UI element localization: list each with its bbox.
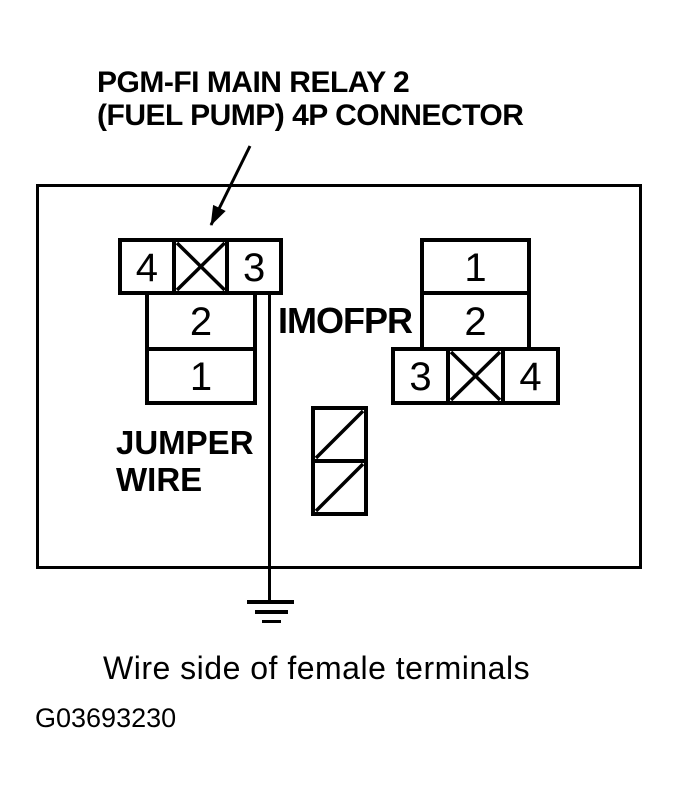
left-terminal-2-label: 2 — [189, 300, 213, 344]
split-terminal-upper-cell — [315, 410, 364, 459]
right-terminal-4-cell: 4 — [501, 351, 556, 401]
right-terminal-2-cell: 2 — [420, 291, 531, 351]
title-line-1: PGM-FI MAIN RELAY 2 — [97, 66, 410, 99]
right-crossed-terminal-cell — [446, 351, 501, 401]
diagram-frame — [36, 184, 642, 569]
right-connector-bottom-row: 3 4 — [391, 347, 560, 405]
right-terminal-4-label: 4 — [519, 355, 542, 399]
right-terminal-2-label: 2 — [464, 300, 487, 344]
left-connector-top-row: 4 3 — [118, 238, 283, 295]
right-terminal-3-label: 3 — [409, 355, 432, 399]
left-terminal-4-label: 4 — [135, 245, 158, 290]
diagram-title: PGM-FI MAIN RELAY 2 (FUEL PUMP) 4P CONNE… — [97, 66, 524, 132]
right-terminal-1-label: 1 — [464, 245, 487, 290]
ground-bar-top — [247, 600, 294, 604]
crossed-terminal-icon — [450, 351, 501, 401]
left-terminal-1-label: 1 — [189, 355, 213, 399]
crossed-terminal-icon — [176, 242, 226, 291]
left-crossed-terminal-cell — [171, 242, 226, 291]
left-terminal-3-label: 3 — [243, 245, 266, 290]
left-terminal-4-cell: 4 — [122, 242, 172, 291]
ground-bar-bottom — [262, 620, 281, 623]
right-terminal-3-cell: 3 — [395, 351, 446, 401]
diagonal-terminal-icon — [315, 410, 364, 459]
imofpr-label: IMOFPR — [278, 300, 413, 341]
diagram-caption: Wire side of female terminals — [103, 650, 531, 686]
title-line-2: (FUEL PUMP) 4P CONNECTOR — [97, 99, 524, 132]
figure-id: G03693230 — [35, 703, 177, 733]
jumper-wire-label: JUMPER WIRE — [116, 424, 254, 498]
right-terminal-1-cell: 1 — [420, 238, 531, 295]
left-terminal-1-cell: 1 — [145, 347, 257, 405]
ground-wire — [268, 293, 271, 602]
jumper-wire-label-line1: JUMPER — [116, 424, 254, 461]
left-terminal-2-cell: 2 — [145, 291, 257, 351]
jumper-wire-label-line2: WIRE — [116, 461, 203, 498]
split-terminal-block — [311, 406, 368, 516]
left-terminal-3-cell: 3 — [225, 242, 279, 291]
ground-bar-middle — [255, 610, 288, 614]
diagonal-terminal-icon — [315, 463, 364, 512]
split-terminal-lower-cell — [315, 459, 364, 512]
